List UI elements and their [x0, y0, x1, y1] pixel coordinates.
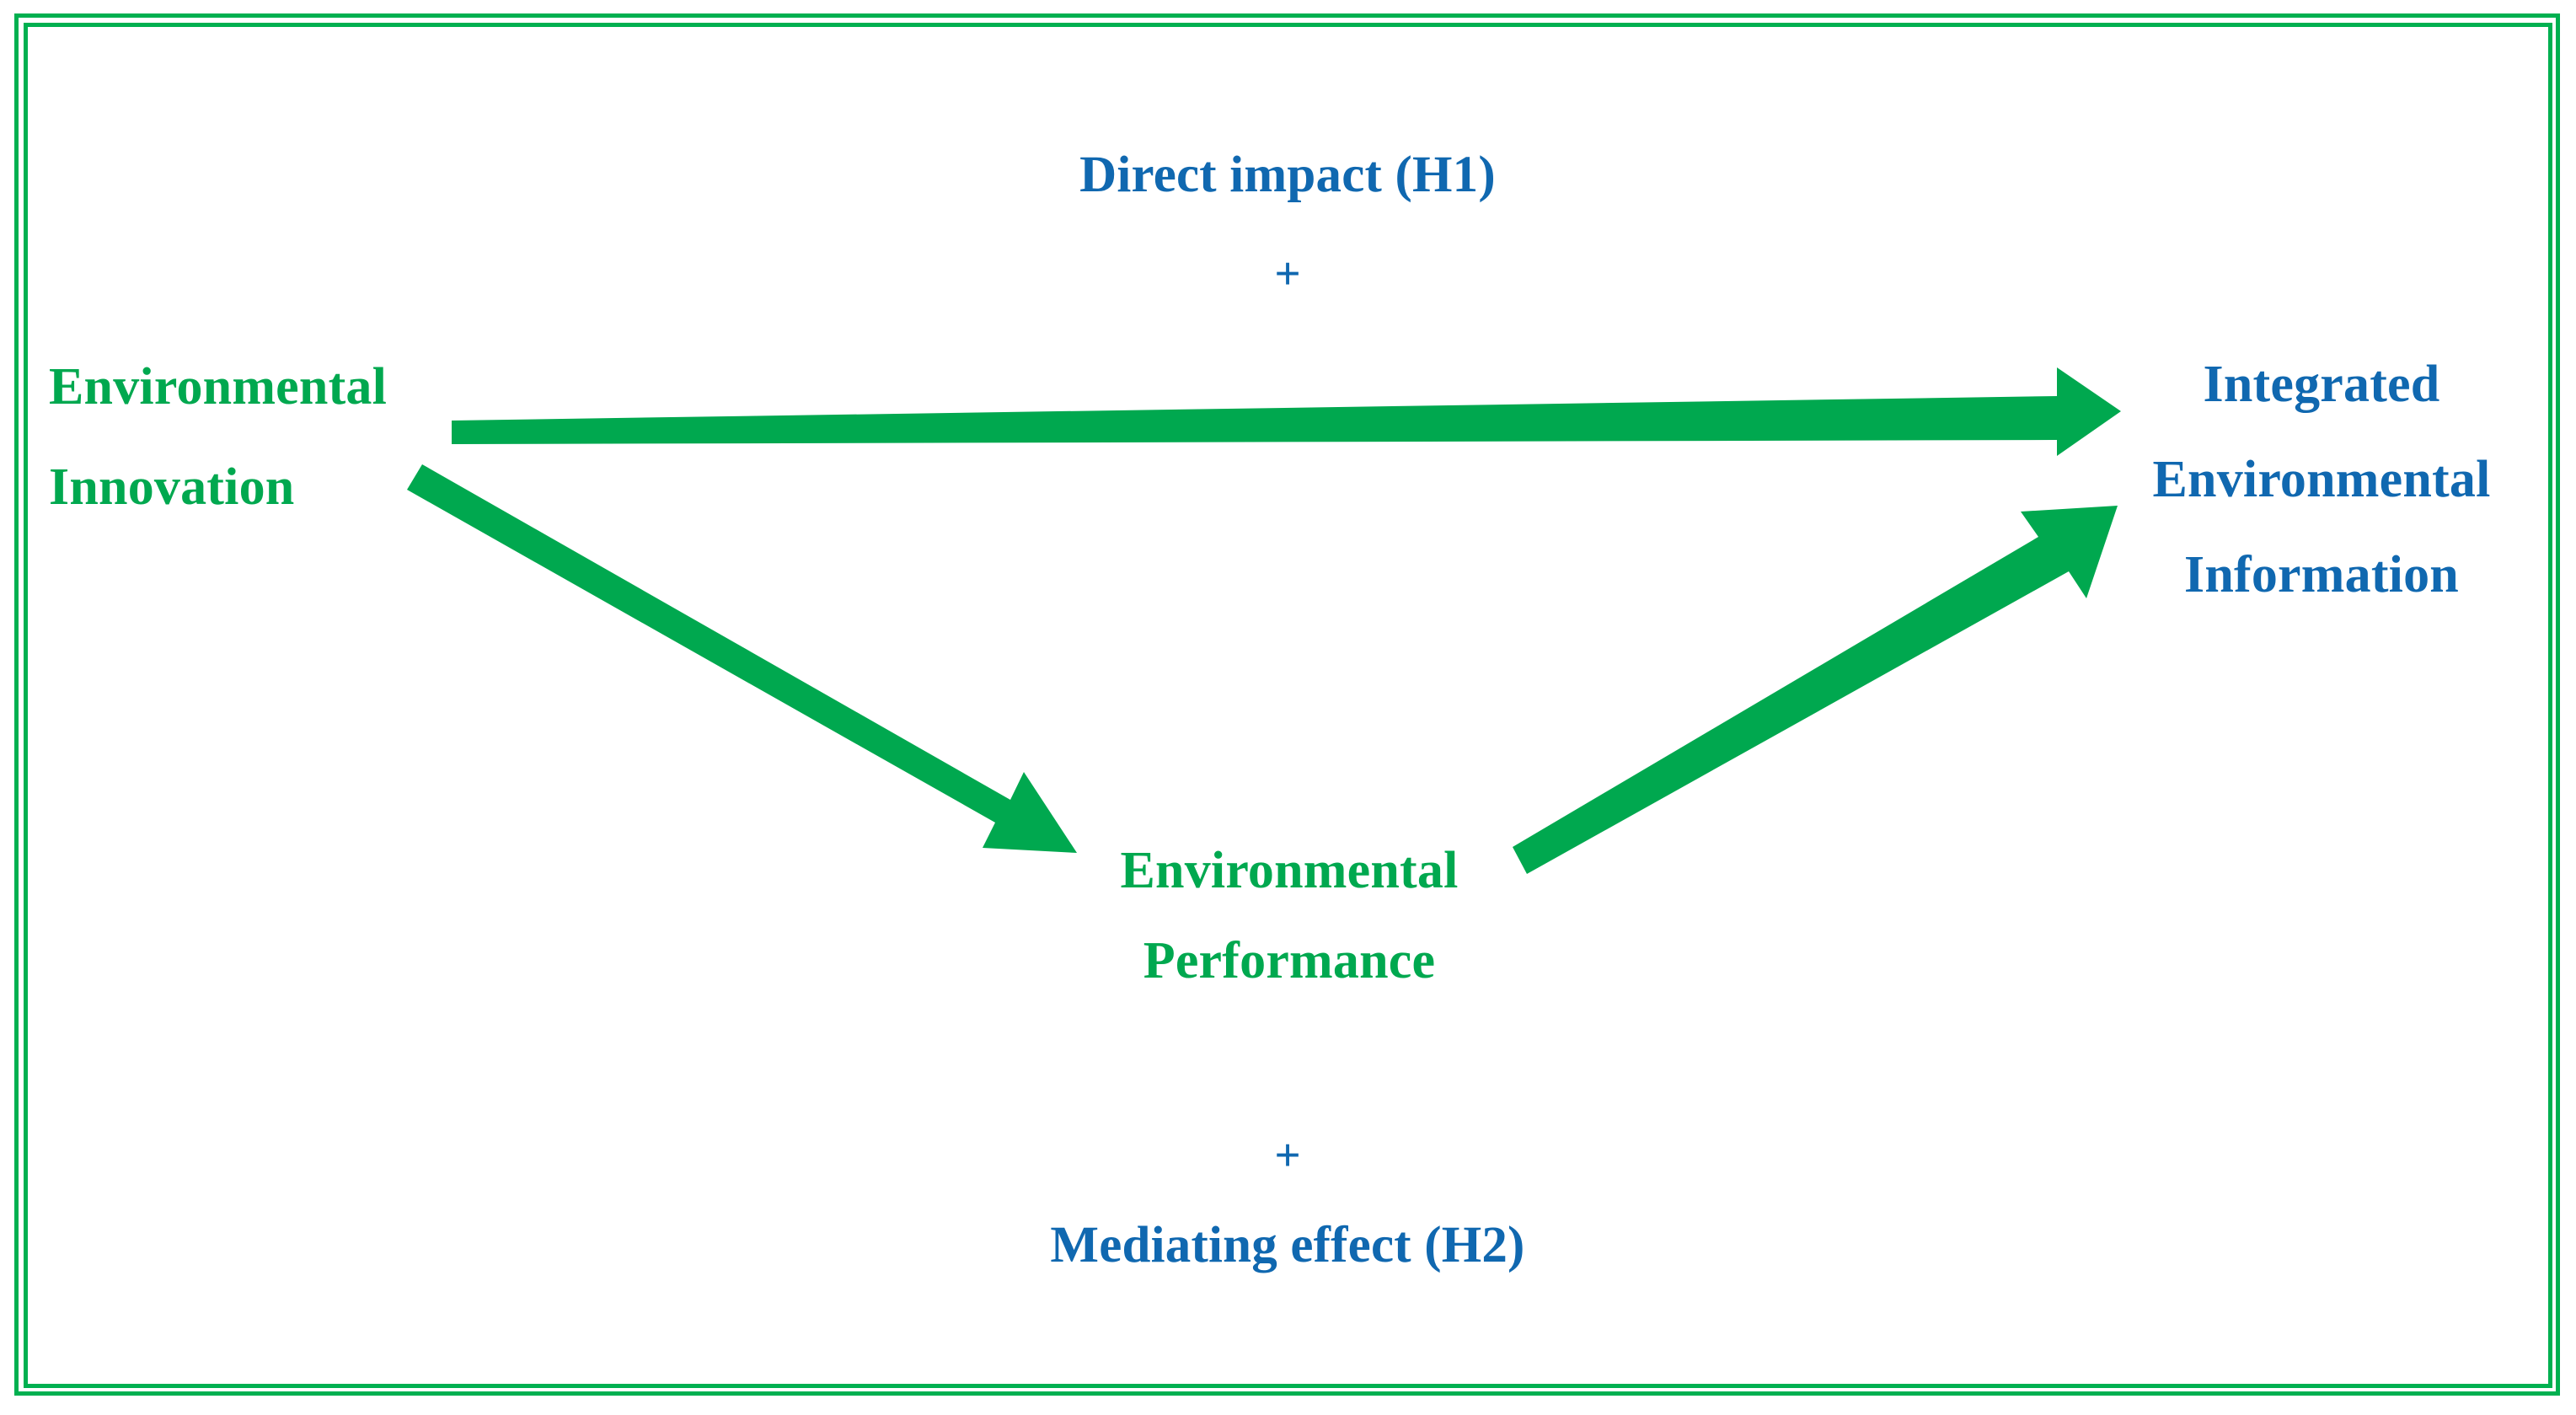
node-integrated-environmental-information: Integrated Environmental Information	[2152, 356, 2491, 603]
sign-plus-top: +	[1274, 248, 1301, 299]
node-environmental-performance: Environmental Performance	[1120, 842, 1459, 989]
annotation-mediating-effect-h2: Mediating effect (H2)	[1050, 1217, 1525, 1273]
figure-frame-outer	[14, 13, 2560, 1396]
node-environmental-innovation: Environmental Innovation	[49, 358, 388, 517]
annotation-direct-impact-h1: Direct impact (H1)	[1079, 147, 1496, 203]
figure-frame-inner	[24, 23, 2552, 1388]
sign-plus-bottom: +	[1274, 1129, 1301, 1181]
